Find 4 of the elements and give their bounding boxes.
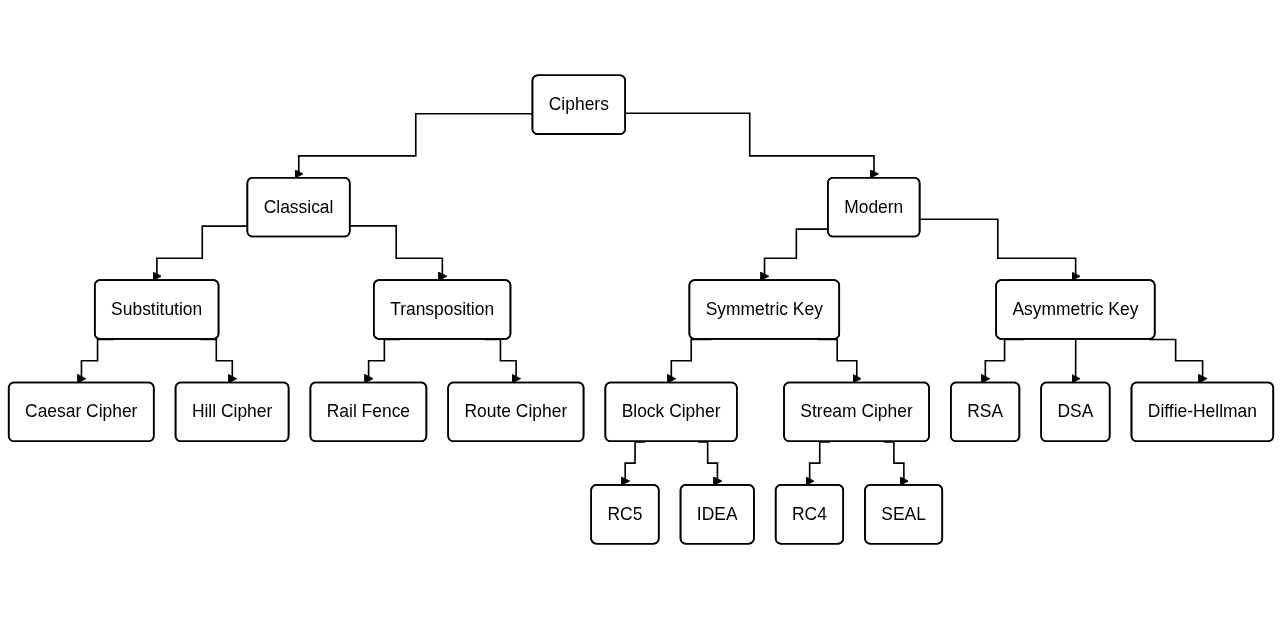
arrow	[1148, 338, 1208, 384]
arrow	[919, 218, 1081, 282]
arrow	[1071, 338, 1081, 384]
arrow	[349, 225, 448, 282]
